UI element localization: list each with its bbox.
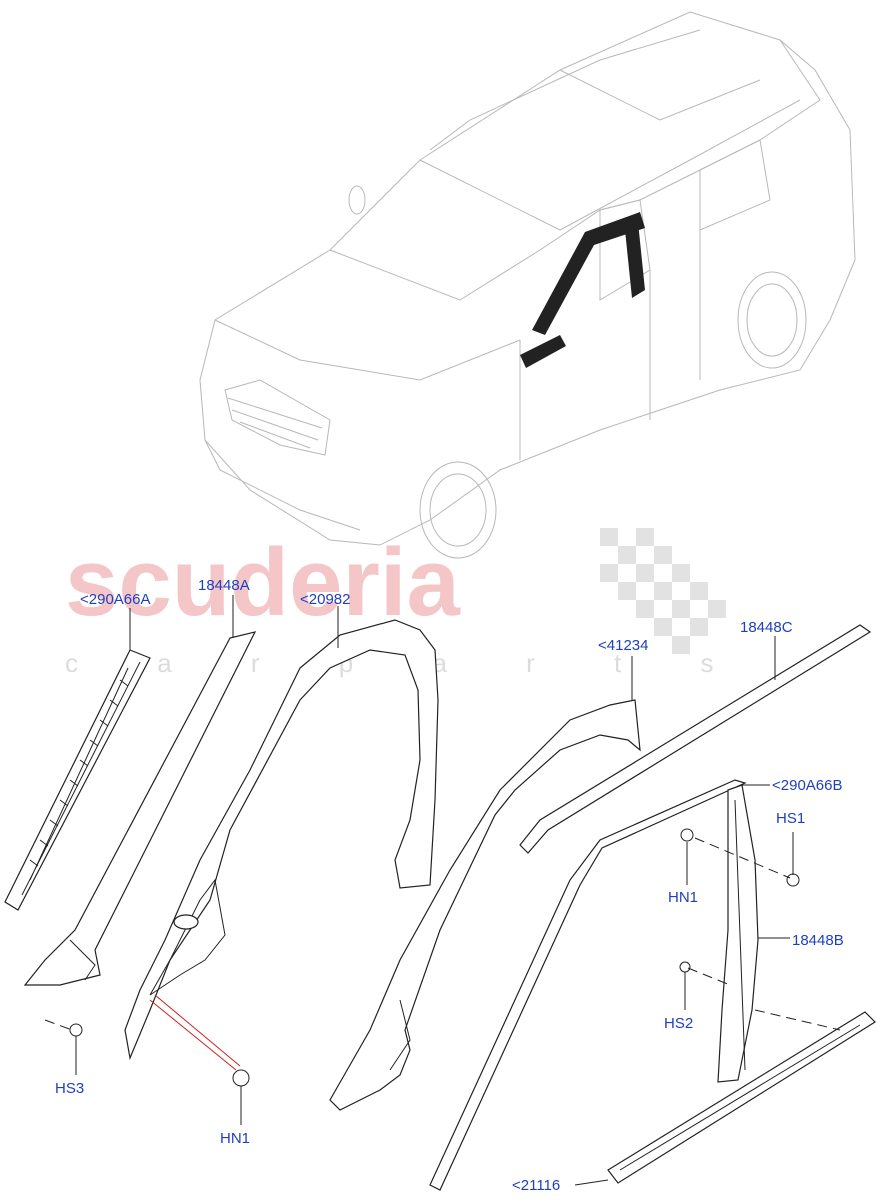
watermark: scuderia c a r p a r t s <box>65 528 726 678</box>
callout-41234: <41234 <box>598 637 648 654</box>
assembly-lines <box>44 837 841 1071</box>
vehicle-illustration <box>199 11 856 559</box>
callout-18448A: 18448A <box>198 577 250 594</box>
highlighted-door-seal <box>520 212 645 368</box>
callout-HS2: HS2 <box>664 1015 693 1032</box>
part-20982 <box>124 619 439 1061</box>
leader-lines <box>75 595 794 1186</box>
part-41234 <box>329 699 641 1111</box>
clip-HS2 <box>679 961 691 973</box>
callouts: <290A66A 18448A <20982 <41234 18448C <29… <box>55 577 844 1194</box>
callout-HS3: HS3 <box>55 1080 84 1097</box>
callout-21116: <21116 <box>512 1177 560 1194</box>
callout-HS1: HS1 <box>776 810 805 827</box>
part-21116 <box>429 779 747 1191</box>
checkered-flag-logo <box>600 528 726 654</box>
part-290A66A <box>4 649 151 911</box>
fasteners <box>69 828 800 1087</box>
callout-290A66A: <290A66A <box>80 591 150 608</box>
part-18448C <box>519 624 872 854</box>
clip-HS3 <box>69 1023 83 1037</box>
callout-18448B: 18448B <box>792 932 844 949</box>
callout-20982: <20982 <box>300 591 350 608</box>
clip-HN1-bottom <box>232 1069 250 1087</box>
callout-HN1-bottom: HN1 <box>220 1130 250 1147</box>
clip-HN1-right <box>680 828 694 842</box>
callout-290A66B: <290A66B <box>772 777 842 794</box>
callout-18448C: 18448C <box>740 619 793 636</box>
part-18448B <box>717 784 759 1083</box>
callout-HN1-right: HN1 <box>668 889 698 906</box>
part-21116-sill <box>607 1011 876 1184</box>
clip-HS1 <box>786 873 800 887</box>
watermark-brand: scuderia <box>65 529 460 636</box>
part-18448A <box>23 631 257 986</box>
